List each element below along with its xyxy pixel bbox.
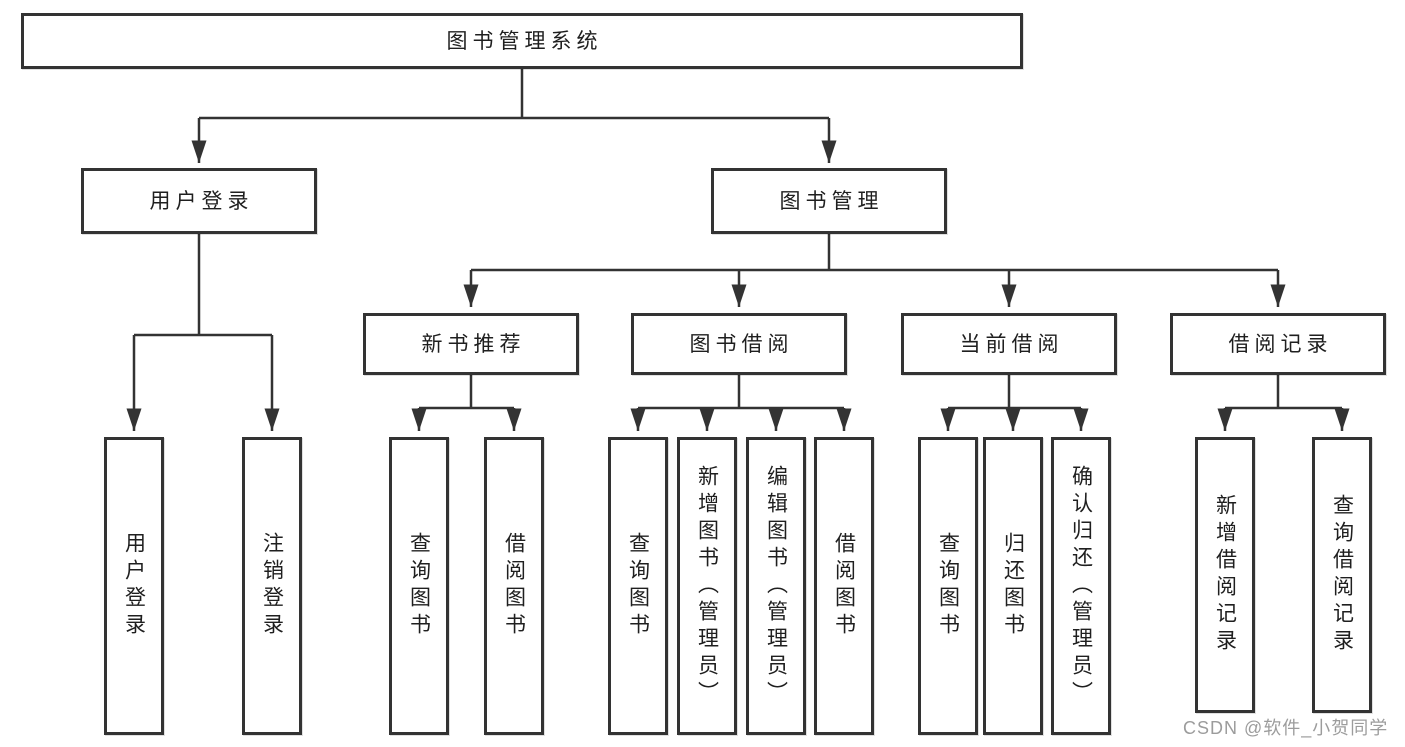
connector-new-book-recommend-trunk (419, 375, 514, 410)
leaf-recommend-borrow-book: 借阅图书 (484, 437, 544, 735)
connector-user-login-trunk (134, 234, 272, 337)
leaf-logout: 注销登录 (242, 437, 302, 735)
node-current-borrow-label: 当前借阅 (959, 332, 1064, 356)
leaf-borrow-add-book-admin-label: 新增图书（管理员） (695, 464, 719, 708)
connector-root-trunk (199, 69, 829, 120)
leaf-borrow-borrow-book: 借阅图书 (814, 437, 874, 735)
leaf-recommend-borrow-book-label: 借阅图书 (502, 532, 526, 640)
node-book-borrow: 图书借阅 (631, 313, 847, 375)
node-book-management-label: 图书管理 (779, 189, 884, 213)
leaf-borrow-query-book: 查询图书 (608, 437, 668, 735)
node-borrow-records: 借阅记录 (1170, 313, 1386, 375)
node-borrow-records-label: 借阅记录 (1228, 332, 1333, 356)
leaf-borrow-add-book-admin: 新增图书（管理员） (677, 437, 737, 735)
node-root: 图书管理系统 (21, 13, 1023, 69)
leaf-recommend-query-book-label: 查询图书 (407, 532, 431, 640)
leaf-current-return-book-label: 归还图书 (1001, 532, 1025, 640)
node-root-label: 图书管理系统 (446, 29, 603, 53)
leaf-records-add-record-label: 新增借阅记录 (1213, 494, 1237, 656)
connector-current-borrow-trunk (948, 375, 1081, 410)
node-new-book-recommend-label: 新书推荐 (421, 332, 526, 356)
leaf-records-query-record: 查询借阅记录 (1312, 437, 1372, 713)
leaf-current-query-book: 查询图书 (918, 437, 978, 735)
leaf-current-confirm-return-admin: 确认归还（管理员） (1051, 437, 1111, 735)
leaf-current-return-book: 归还图书 (983, 437, 1043, 735)
connector-borrow-records-trunk (1225, 375, 1342, 410)
leaf-borrow-borrow-book-label: 借阅图书 (832, 532, 856, 640)
leaf-current-confirm-return-admin-label: 确认归还（管理员） (1069, 464, 1093, 708)
node-book-management: 图书管理 (711, 168, 947, 234)
node-new-book-recommend: 新书推荐 (363, 313, 579, 375)
leaf-recommend-query-book: 查询图书 (389, 437, 449, 735)
node-user-login: 用户登录 (81, 168, 317, 234)
leaf-records-add-record: 新增借阅记录 (1195, 437, 1255, 713)
connector-book-management-trunk (471, 234, 1278, 272)
leaf-logout-label: 注销登录 (260, 532, 284, 640)
node-user-login-label: 用户登录 (149, 189, 254, 213)
leaf-records-query-record-label: 查询借阅记录 (1330, 494, 1354, 656)
node-book-borrow-label: 图书借阅 (689, 332, 794, 356)
leaf-current-query-book-label: 查询图书 (936, 532, 960, 640)
leaf-borrow-query-book-label: 查询图书 (626, 532, 650, 640)
leaf-user-login-label: 用户登录 (122, 532, 146, 640)
leaf-borrow-edit-book-admin: 编辑图书（管理员） (746, 437, 806, 735)
csdn-watermark: CSDN @软件_小贺同学 (1183, 718, 1389, 738)
node-current-borrow: 当前借阅 (901, 313, 1117, 375)
leaf-borrow-edit-book-admin-label: 编辑图书（管理员） (764, 464, 788, 708)
leaf-user-login: 用户登录 (104, 437, 164, 735)
connector-book-borrow-trunk (638, 375, 844, 410)
